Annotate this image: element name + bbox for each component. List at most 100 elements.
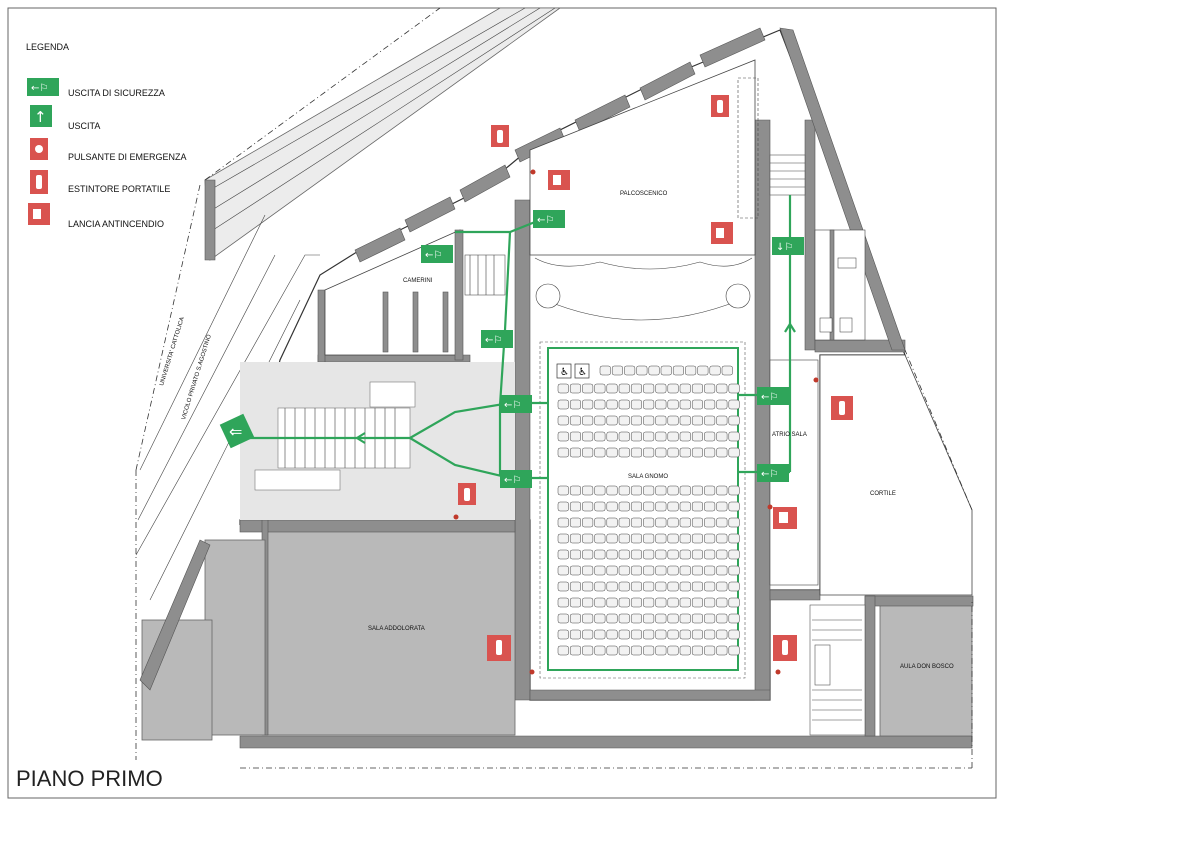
seat bbox=[691, 629, 703, 640]
seat bbox=[655, 501, 667, 512]
seat bbox=[667, 549, 679, 560]
seat bbox=[655, 399, 667, 410]
seat bbox=[606, 517, 618, 528]
seat bbox=[569, 447, 581, 458]
seat bbox=[557, 565, 569, 576]
seat bbox=[557, 517, 569, 528]
seat bbox=[679, 431, 691, 442]
seat bbox=[643, 485, 655, 496]
seat bbox=[618, 399, 630, 410]
seat bbox=[667, 533, 679, 544]
seat bbox=[679, 613, 691, 624]
emergency-exit-sign-icon: ←⚐ bbox=[757, 387, 789, 405]
seat bbox=[557, 501, 569, 512]
seat bbox=[691, 485, 703, 496]
seat bbox=[618, 613, 630, 624]
seat bbox=[679, 645, 691, 656]
seat bbox=[728, 549, 740, 560]
seat bbox=[582, 549, 594, 560]
seat bbox=[606, 613, 618, 624]
seat bbox=[606, 533, 618, 544]
seat bbox=[582, 415, 594, 426]
seat bbox=[655, 581, 667, 592]
emergency-exit-sign-icon: ←⚐ bbox=[533, 210, 565, 228]
seat bbox=[606, 565, 618, 576]
seat bbox=[691, 613, 703, 624]
seat bbox=[728, 613, 740, 624]
seat bbox=[618, 485, 630, 496]
seat bbox=[716, 399, 728, 410]
seat bbox=[582, 501, 594, 512]
building-walls bbox=[204, 27, 973, 749]
sala-addolorata-area bbox=[139, 519, 516, 741]
seat bbox=[704, 597, 716, 608]
seat bbox=[667, 447, 679, 458]
room-label-palcoscenico: PALCOSCENICO bbox=[620, 191, 668, 197]
seat bbox=[667, 645, 679, 656]
seat bbox=[618, 501, 630, 512]
seat bbox=[594, 447, 606, 458]
seat bbox=[679, 565, 691, 576]
svg-text:←⚐: ←⚐ bbox=[425, 250, 442, 261]
seat bbox=[569, 415, 581, 426]
emergency-exit-sign-icon: ←⚐ bbox=[421, 245, 453, 263]
seat bbox=[655, 613, 667, 624]
seat bbox=[594, 517, 606, 528]
fire-extinguisher-icon bbox=[491, 125, 509, 147]
seat bbox=[582, 645, 594, 656]
legend-label: USCITA bbox=[68, 121, 100, 131]
seat bbox=[655, 485, 667, 496]
seat bbox=[655, 629, 667, 640]
seat bbox=[667, 597, 679, 608]
seat bbox=[643, 549, 655, 560]
seat bbox=[606, 645, 618, 656]
seat bbox=[716, 447, 728, 458]
room-label-atrio-sala: ATRIO SALA bbox=[772, 432, 807, 438]
svg-text:←⚐: ←⚐ bbox=[31, 83, 48, 94]
seat bbox=[557, 629, 569, 640]
palcoscenico-stage bbox=[529, 59, 806, 321]
seat bbox=[630, 431, 642, 442]
seat bbox=[691, 431, 703, 442]
seat bbox=[655, 415, 667, 426]
seat bbox=[557, 645, 569, 656]
seat bbox=[630, 645, 642, 656]
fire-extinguisher-icon bbox=[711, 95, 729, 117]
seat bbox=[569, 533, 581, 544]
seat bbox=[728, 415, 740, 426]
seat bbox=[594, 501, 606, 512]
seat bbox=[630, 517, 642, 528]
seat bbox=[704, 549, 716, 560]
exit-arrow-up-icon bbox=[30, 105, 52, 127]
seat bbox=[667, 629, 679, 640]
seat bbox=[594, 383, 606, 394]
seat bbox=[557, 383, 569, 394]
seat bbox=[716, 501, 728, 512]
seat bbox=[691, 383, 703, 394]
seat bbox=[728, 447, 740, 458]
legend-item-uscita: ↑ USCITA bbox=[30, 105, 100, 131]
seat bbox=[704, 431, 716, 442]
seat bbox=[704, 581, 716, 592]
seat bbox=[667, 485, 679, 496]
seat bbox=[557, 415, 569, 426]
fire-hose-icon bbox=[773, 507, 797, 529]
seat bbox=[643, 415, 655, 426]
seat bbox=[679, 517, 691, 528]
seat bbox=[569, 517, 581, 528]
seat bbox=[643, 533, 655, 544]
emergency-exit-sign-icon: ←⚐ bbox=[481, 330, 513, 348]
seat bbox=[618, 517, 630, 528]
seat bbox=[716, 415, 728, 426]
seat bbox=[691, 549, 703, 560]
fire-hose-icon bbox=[548, 170, 570, 190]
fire-extinguisher-icon bbox=[458, 483, 476, 505]
seat bbox=[655, 383, 667, 394]
seat bbox=[655, 447, 667, 458]
seat bbox=[691, 447, 703, 458]
seat bbox=[557, 613, 569, 624]
wheelchair-places: ♿ ♿ bbox=[556, 363, 590, 379]
seat bbox=[679, 501, 691, 512]
seat bbox=[594, 533, 606, 544]
seat bbox=[667, 501, 679, 512]
